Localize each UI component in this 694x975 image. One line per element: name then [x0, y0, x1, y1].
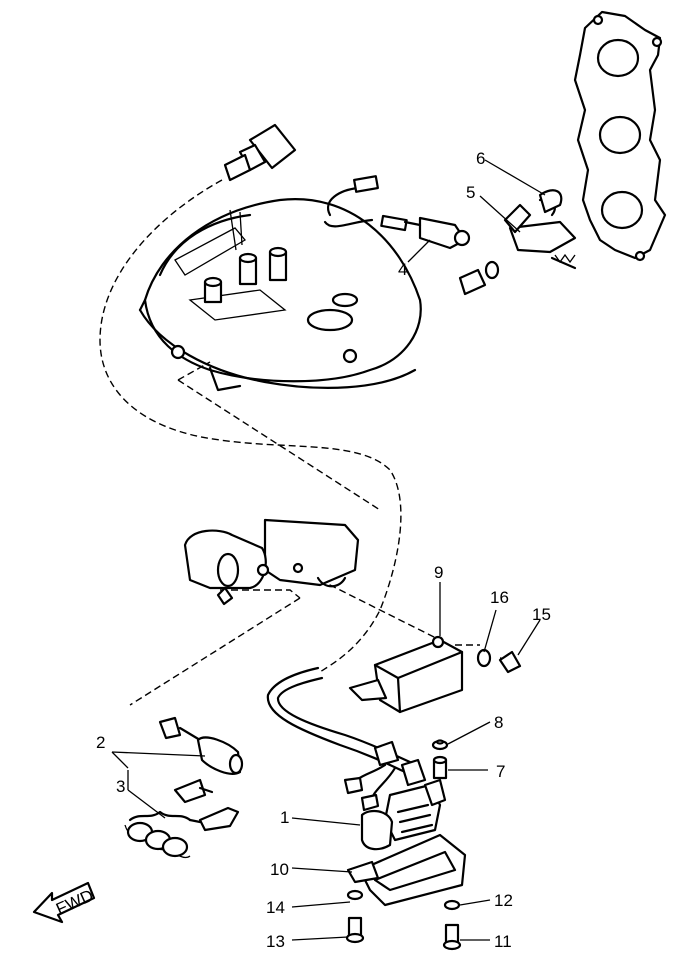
leader-lines [111, 159, 546, 941]
switch-housing [346, 833, 467, 907]
fasteners [345, 739, 462, 951]
callout-10: 10 [270, 860, 289, 879]
fwd-direction-arrow: FWD [32, 881, 96, 924]
callout-2: 2 [96, 733, 105, 752]
bottom-cowling [138, 198, 422, 392]
junction-box [183, 518, 360, 606]
callout-16: 16 [490, 588, 509, 607]
callout-labels: 1 2 3 4 5 6 7 8 9 10 11 12 13 14 15 16 [96, 149, 551, 951]
callout-7: 7 [496, 762, 505, 781]
callout-13: 13 [266, 932, 285, 951]
callout-11: 11 [494, 932, 512, 951]
bolt-15-washer-16 [476, 648, 522, 674]
lanyard-cord [124, 778, 240, 859]
callout-5: 5 [466, 183, 475, 202]
main-switch [360, 778, 447, 851]
cylinder-plate [573, 10, 667, 262]
callout-1: 1 [280, 808, 289, 827]
callout-3: 3 [116, 777, 125, 796]
callout-15: 15 [532, 605, 551, 624]
callout-14: 14 [266, 898, 285, 917]
cdi-unit [348, 635, 464, 714]
callout-4: 4 [398, 260, 407, 279]
stop-switch [158, 716, 244, 775]
callout-12: 12 [494, 891, 513, 910]
callout-8: 8 [494, 713, 503, 732]
callout-9: 9 [434, 563, 443, 582]
cable-connector-top [223, 123, 297, 182]
cable-routes [99, 179, 513, 706]
neutral-switch-assembly [323, 175, 577, 296]
wire-harness [266, 666, 427, 812]
callout-6: 6 [476, 149, 485, 168]
